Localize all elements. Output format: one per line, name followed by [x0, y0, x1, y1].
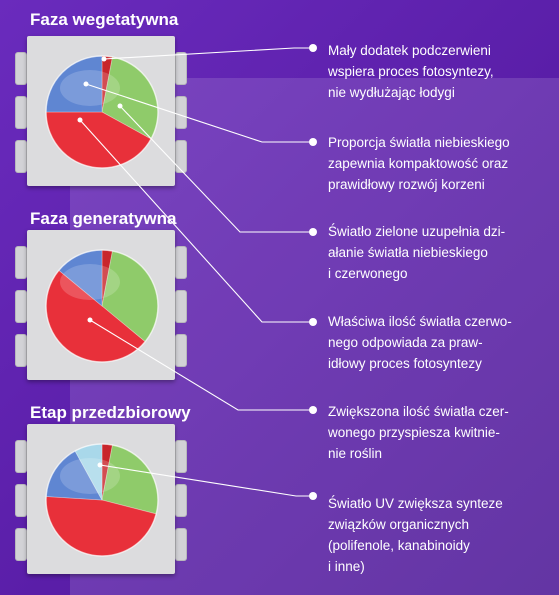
led-pin: [15, 440, 27, 473]
callout-anchor: [101, 56, 107, 62]
led-pin: [175, 334, 187, 367]
callout-line-ir: [103, 47, 310, 60]
note-red-flowering: Zwiększona ilość światła czer- wonego pr…: [328, 404, 509, 461]
note-red-light: Właściwa ilość światła czerwo- nego odpo…: [328, 314, 512, 371]
callout-dot: [309, 406, 317, 414]
led-pin: [15, 52, 27, 85]
led-pin: [15, 528, 27, 561]
note-blue-light: Proporcja światła niebieskiego zapewnia …: [328, 135, 510, 192]
callout-line-uv: [99, 464, 310, 497]
pie-rim: [45, 443, 159, 557]
callout-line-red: [79, 119, 310, 323]
callout-dot: [309, 492, 317, 500]
pie-gloss: [60, 458, 120, 494]
callout-anchor: [117, 103, 123, 109]
callout-dot: [309, 44, 317, 52]
note-infrared: Mały dodatek podczerwieni wspiera proces…: [328, 43, 494, 100]
note-green-light: Światło zielone uzupełnia dzi- ałanie św…: [328, 224, 506, 281]
callout-anchor: [87, 317, 93, 323]
pie-gloss: [60, 264, 120, 300]
led-pin: [175, 140, 187, 173]
note-uv-light: Światło UV zwiększa synteze związków org…: [328, 496, 503, 574]
pie-rim: [45, 55, 159, 169]
callout-anchor: [83, 81, 89, 87]
callout-line-blue: [85, 83, 310, 143]
callout-line-red-generative: [89, 319, 310, 411]
callout-line-green: [119, 105, 310, 233]
led-pin: [15, 334, 27, 367]
callout-dot: [309, 228, 317, 236]
led-pin: [15, 96, 27, 129]
led-pin: [175, 484, 187, 517]
callout-dot: [309, 138, 317, 146]
pie-rim: [45, 249, 159, 363]
callout-anchor: [77, 117, 83, 123]
led-pin: [15, 290, 27, 323]
led-pin: [15, 484, 27, 517]
led-pin: [175, 246, 187, 279]
led-pin: [175, 440, 187, 473]
led-pin: [15, 246, 27, 279]
pie-chart-preharvest: [45, 443, 159, 557]
phase-title-generative: Faza generatywna: [30, 209, 177, 228]
led-pin: [175, 290, 187, 323]
callout-anchor: [97, 462, 103, 468]
led-pin: [175, 96, 187, 129]
led-pin: [175, 528, 187, 561]
phase-title-preharvest: Etap przedzbiorowy: [30, 403, 191, 422]
phase-title-vegetative: Faza wegetatywna: [30, 10, 179, 29]
led-chip-generative: [15, 230, 187, 380]
pie-gloss: [60, 70, 120, 106]
led-chip-preharvest: [15, 424, 187, 574]
callout-dot: [309, 318, 317, 326]
led-pin: [15, 140, 27, 173]
led-pin: [175, 52, 187, 85]
